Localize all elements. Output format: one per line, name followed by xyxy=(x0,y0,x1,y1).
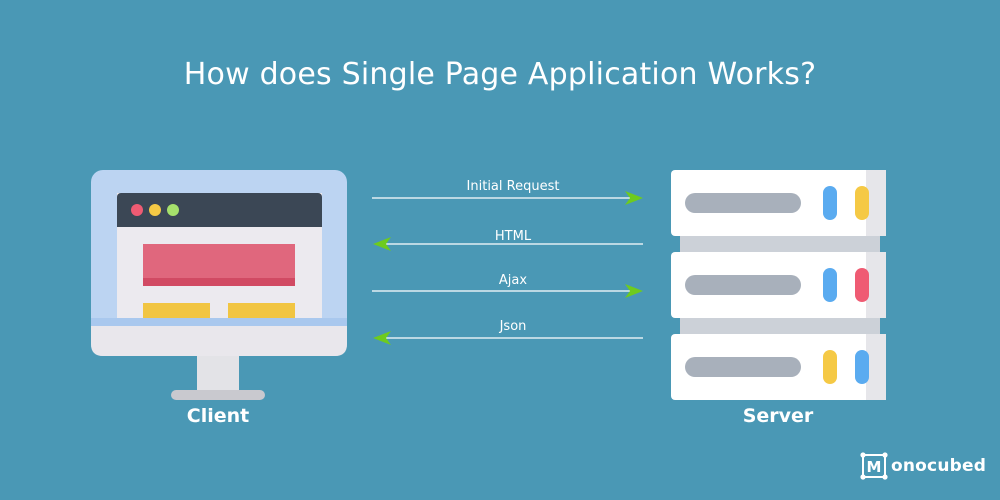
logo-letter: M xyxy=(867,458,882,476)
initial-request-label: Initial Request xyxy=(466,179,560,194)
initial-request-arrow xyxy=(372,191,643,205)
server-unit-3 xyxy=(671,334,886,400)
server-rack-icon xyxy=(671,170,886,400)
html-arrow xyxy=(373,237,643,251)
server-unit-2 xyxy=(671,252,886,318)
flow-arrows xyxy=(372,191,643,345)
browser-red-dot-icon xyxy=(131,204,143,216)
browser-yellow-dot-icon xyxy=(149,204,161,216)
client-label: Client xyxy=(186,405,250,427)
json-label: Json xyxy=(499,319,527,334)
logo-mark-icon: M xyxy=(860,452,888,480)
client-monitor-icon xyxy=(91,170,347,400)
brand-name: onocubed xyxy=(891,456,987,476)
html-label: HTML xyxy=(494,229,532,244)
diagram-title: How does Single Page Application Works? xyxy=(183,57,817,92)
browser-green-dot-icon xyxy=(167,204,179,216)
ajax-arrow xyxy=(372,284,643,298)
monocubed-logo: M onocubed xyxy=(860,449,986,483)
json-arrow xyxy=(373,331,643,345)
server-unit-1 xyxy=(671,170,886,236)
ajax-label: Ajax xyxy=(498,273,528,288)
server-label: Server xyxy=(742,405,814,427)
